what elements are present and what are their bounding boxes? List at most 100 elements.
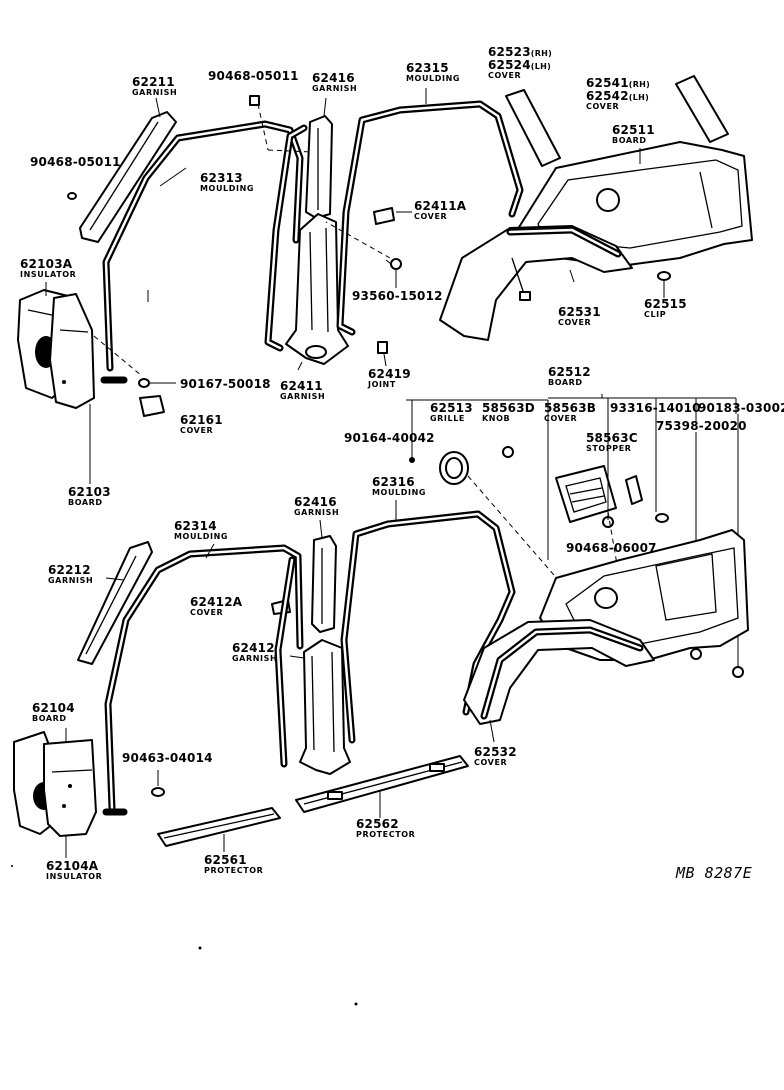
part-number: 62412 bbox=[232, 641, 275, 655]
part-number: 62316 bbox=[372, 475, 415, 489]
label-62542: 62542(LH)COVER bbox=[586, 90, 649, 111]
part-name: STOPPER bbox=[586, 444, 632, 453]
wheel-house-cover-62531 bbox=[439, 225, 633, 341]
screw-90167 bbox=[138, 378, 176, 388]
part-name: GARNISH bbox=[312, 84, 358, 93]
part-name: INSULATOR bbox=[46, 872, 103, 881]
screw-93560 bbox=[325, 221, 402, 270]
part-name: COVER bbox=[586, 102, 620, 111]
board-62104 bbox=[43, 739, 97, 837]
part-number: 62416 bbox=[312, 71, 355, 85]
label-62523: 62523(RH) bbox=[488, 46, 552, 58]
cover-62161 bbox=[139, 395, 165, 417]
part-number: 62512 bbox=[548, 365, 591, 379]
part-number: 62315 bbox=[406, 61, 449, 75]
part-number: 62411 bbox=[280, 379, 323, 393]
part-name: COVER bbox=[558, 318, 592, 327]
part-name: COVER bbox=[488, 71, 522, 80]
diagram-code: MB 8287E bbox=[676, 864, 753, 882]
part-name: GARNISH bbox=[48, 576, 94, 585]
side-rh: (RH) bbox=[530, 49, 553, 58]
part-number: 90468-05011 bbox=[208, 69, 299, 83]
cover-62523 bbox=[505, 89, 561, 167]
part-number: 62212 bbox=[48, 563, 91, 577]
part-number: 62524 bbox=[488, 58, 531, 72]
screw-90463 bbox=[151, 787, 165, 797]
part-number: 62562 bbox=[356, 817, 399, 831]
part-name: BOARD bbox=[548, 378, 583, 387]
part-number: 62104A bbox=[46, 859, 99, 873]
wheel-house-cover-62532 bbox=[463, 619, 655, 725]
part-name: MOULDING bbox=[200, 184, 255, 193]
part-number: 62314 bbox=[174, 519, 217, 533]
part-name: MOULDING bbox=[406, 74, 461, 83]
part-number: 58563B bbox=[544, 401, 597, 415]
label-62524: 62524(LH) COVER bbox=[488, 59, 551, 80]
board-62103 bbox=[49, 293, 95, 409]
part-name: KNOB bbox=[482, 414, 511, 423]
part-number: 62103 bbox=[68, 485, 111, 499]
label-75398-20020: 75398-20020 bbox=[656, 420, 747, 432]
part-number: 93560-15012 bbox=[352, 289, 443, 303]
part-number: 62523 bbox=[488, 45, 531, 59]
label-93560-15012: 93560-15012 bbox=[352, 290, 443, 302]
part-name: COVER bbox=[544, 414, 578, 423]
part-number: 62513 bbox=[430, 401, 473, 415]
part-name: COVER bbox=[190, 608, 224, 617]
rear-moulding-upper bbox=[264, 100, 524, 352]
part-name: GARNISH bbox=[132, 88, 178, 97]
part-name: COVER bbox=[474, 758, 508, 767]
label-90183-03002: 90183-03002 bbox=[698, 402, 784, 414]
label-90468-06007: 90468-06007 bbox=[566, 542, 657, 554]
part-number: 62561 bbox=[204, 853, 247, 867]
part-name: BOARD bbox=[68, 498, 103, 507]
clip-62515 bbox=[657, 271, 671, 298]
label-62541: 62541(RH) bbox=[586, 77, 650, 89]
center-pillar-garnish-upper bbox=[305, 115, 333, 219]
part-name: BOARD bbox=[612, 136, 647, 145]
part-number: 62411A bbox=[414, 199, 467, 213]
cover-62411a bbox=[373, 207, 395, 225]
part-number: 62161 bbox=[180, 413, 223, 427]
part-number: 62419 bbox=[368, 367, 411, 381]
part-number: 93316-14010 bbox=[610, 401, 701, 415]
part-number: 62511 bbox=[612, 123, 655, 137]
side-rh: (RH) bbox=[628, 80, 651, 89]
clip-90468-left bbox=[67, 192, 77, 200]
part-number: 62416 bbox=[294, 495, 337, 509]
front-moulding-upper bbox=[100, 120, 304, 384]
part-number: 62541 bbox=[586, 76, 629, 90]
part-name: MOULDING bbox=[174, 532, 229, 541]
part-number: 90167-50018 bbox=[180, 377, 271, 391]
part-number: 90468-05011 bbox=[30, 155, 121, 169]
joint-62419 bbox=[377, 341, 388, 354]
part-number: 90463-04014 bbox=[122, 751, 213, 765]
side-lh: (LH) bbox=[530, 62, 552, 71]
part-number: 90468-06007 bbox=[566, 541, 657, 555]
part-name: MOULDING bbox=[372, 488, 427, 497]
part-name: JOINT bbox=[368, 380, 396, 389]
protector-62561 bbox=[157, 807, 281, 847]
part-name: INSULATOR bbox=[20, 270, 77, 279]
label-90167-50018: 90167-50018 bbox=[180, 378, 271, 390]
